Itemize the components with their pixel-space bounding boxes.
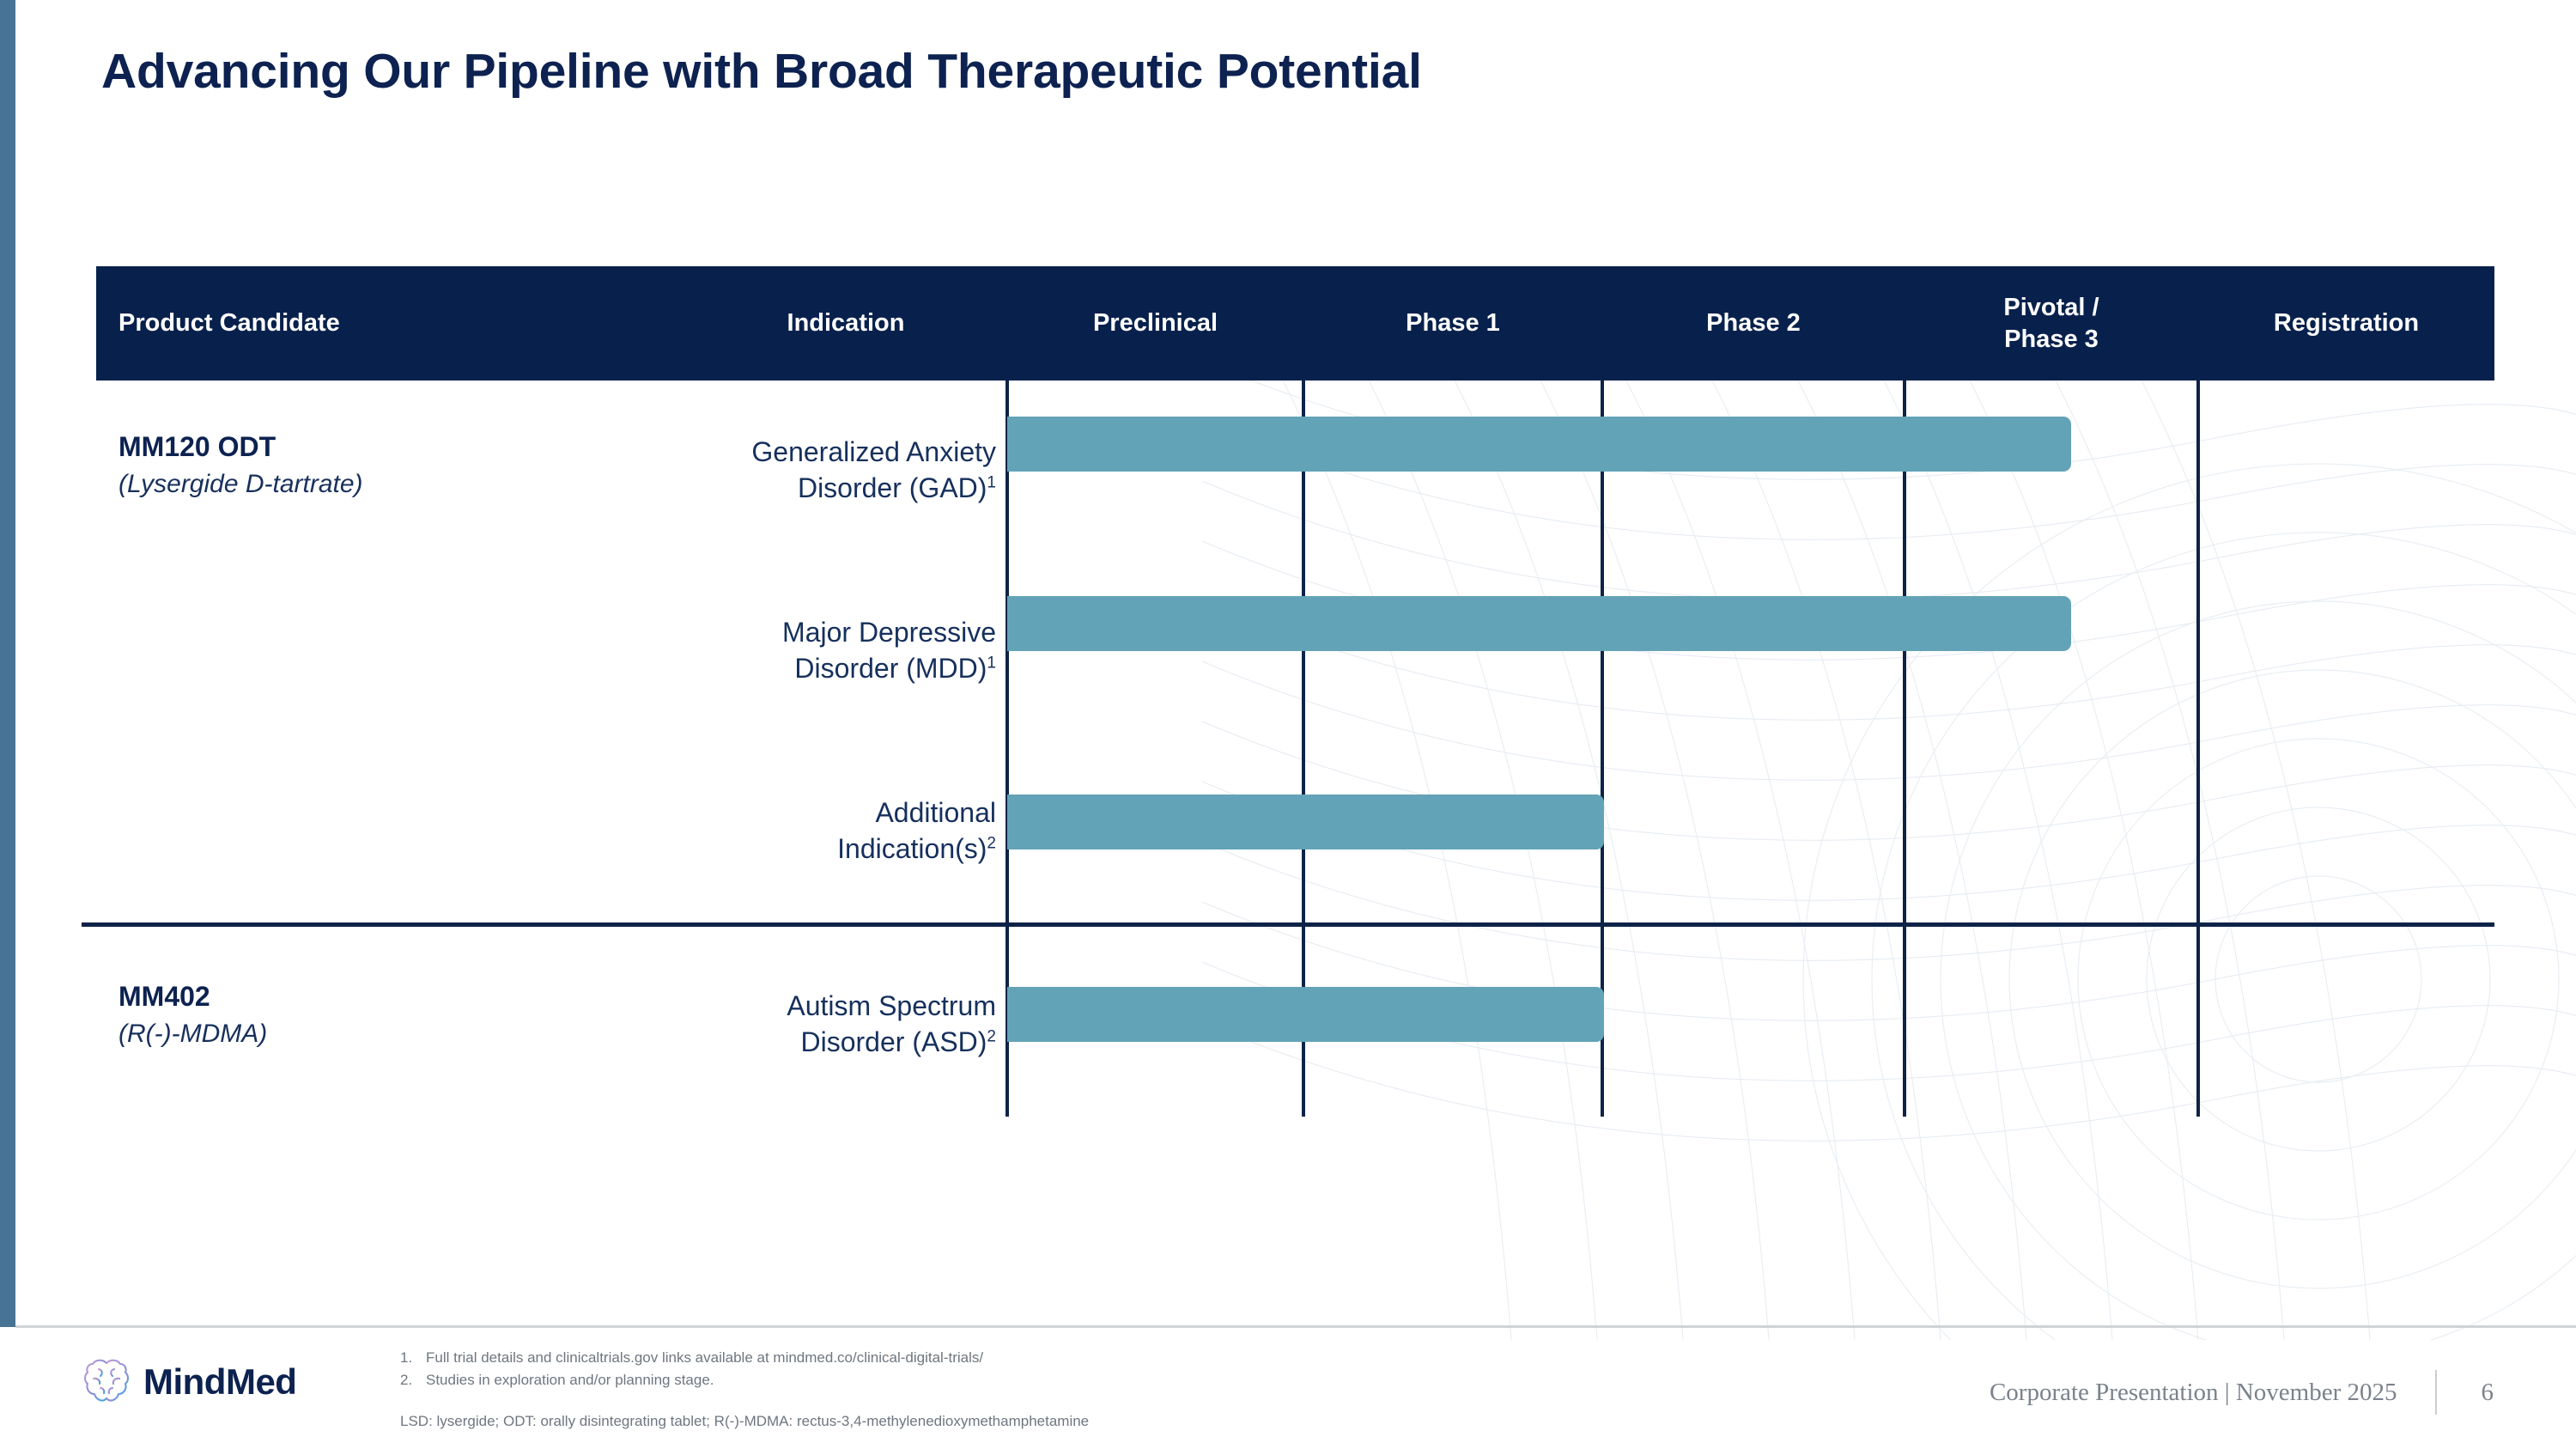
- indication-line1: Generalized Anxiety: [751, 436, 996, 467]
- indication-line2: Disorder (MDD): [794, 653, 987, 685]
- column-header-indication: Indication: [787, 309, 905, 338]
- footer-meta-block: Corporate Presentation | November 2025 6: [1990, 1370, 2494, 1415]
- progress-bar-mdd: [1007, 596, 2071, 651]
- column-header-phase-1: Phase 1: [1406, 309, 1500, 338]
- column-header-pivotal-line1: Pivotal /: [2003, 294, 2099, 322]
- footnote-number: 1.: [400, 1349, 413, 1366]
- footnote-item: 1. Full trial details and clinicaltrials…: [400, 1347, 1516, 1369]
- indication-footnote-marker: 2: [987, 834, 996, 853]
- left-accent-strip: [0, 0, 15, 1327]
- page-title: Advancing Our Pipeline with Broad Therap…: [101, 44, 1422, 99]
- indication-label-gad: Generalized Anxiety Disorder (GAD)1: [627, 434, 996, 506]
- footnote-item: 2. Studies in exploration and/or plannin…: [400, 1369, 1516, 1391]
- progress-bar-additional: [1007, 795, 1604, 849]
- brand-logo: MindMed: [82, 1355, 297, 1409]
- indication-label-asd: Autism Spectrum Disorder (ASD)2: [627, 988, 996, 1060]
- footer-meta-separator: [2434, 1370, 2437, 1415]
- column-header-preclinical: Preclinical: [1092, 309, 1218, 338]
- page-number: 6: [2481, 1378, 2494, 1406]
- candidate-block-mm402: MM402 (R(-)-MDMA): [118, 979, 267, 1050]
- footnote-text: Full trial details and clinicaltrials.go…: [426, 1349, 984, 1366]
- abbreviation-definitions: LSD: lysergide; ODT: orally disintegrati…: [400, 1413, 1090, 1429]
- grid-divider-phase-2-start: [1601, 381, 1604, 1117]
- column-header-product-candidate: Product Candidate: [118, 309, 340, 338]
- grid-divider-pivotal-start: [1903, 381, 1906, 1117]
- candidate-subtitle: (Lysergide D-tartrate): [118, 470, 363, 498]
- indication-footnote-marker: 1: [987, 473, 996, 492]
- indication-footnote-marker: 2: [987, 1027, 996, 1046]
- grid-divider-preclinical-start: [1005, 381, 1009, 1117]
- column-header-pivotal-line2: Phase 3: [2004, 325, 2099, 353]
- candidate-subtitle: (R(-)-MDMA): [118, 1020, 268, 1048]
- progress-bar-asd: [1007, 987, 1604, 1042]
- indication-label-mdd: Major Depressive Disorder (MDD)1: [627, 614, 996, 686]
- indication-footnote-marker: 1: [987, 654, 996, 673]
- indication-line2: Indication(s): [837, 833, 987, 865]
- footnote-list: 1. Full trial details and clinicaltrials…: [400, 1347, 1516, 1391]
- footnote-number: 2.: [400, 1371, 413, 1388]
- indication-label-additional: Additional Indication(s)2: [627, 795, 996, 867]
- candidate-block-mm120: MM120 ODT (Lysergide D-tartrate): [118, 429, 363, 501]
- presentation-meta: Corporate Presentation | November 2025: [1989, 1378, 2397, 1406]
- indication-line1: Major Depressive: [782, 617, 996, 648]
- brand-name: MindMed: [143, 1361, 297, 1402]
- table-header-bar: [96, 266, 2494, 381]
- grid-divider-registration-start: [2196, 381, 2200, 1117]
- grid-divider-phase-1-start: [1302, 381, 1305, 1117]
- indication-line1: Additional: [875, 797, 996, 828]
- indication-line2: Disorder (GAD): [797, 472, 987, 504]
- progress-bar-gad: [1007, 417, 2071, 472]
- column-header-pivotal-phase-3: Pivotal / Phase 3: [1905, 266, 2198, 381]
- brain-icon: [83, 1359, 130, 1402]
- indication-line2: Disorder (ASD): [800, 1026, 987, 1058]
- footer-divider: [15, 1325, 2576, 1328]
- column-header-phase-2: Phase 2: [1706, 309, 1801, 338]
- candidate-name: MM120 ODT: [118, 431, 276, 462]
- candidate-group-separator: [82, 922, 2494, 927]
- indication-line1: Autism Spectrum: [787, 990, 996, 1021]
- candidate-name: MM402: [118, 981, 210, 1012]
- footnote-text: Studies in exploration and/or planning s…: [426, 1371, 714, 1388]
- column-header-registration: Registration: [2273, 309, 2420, 338]
